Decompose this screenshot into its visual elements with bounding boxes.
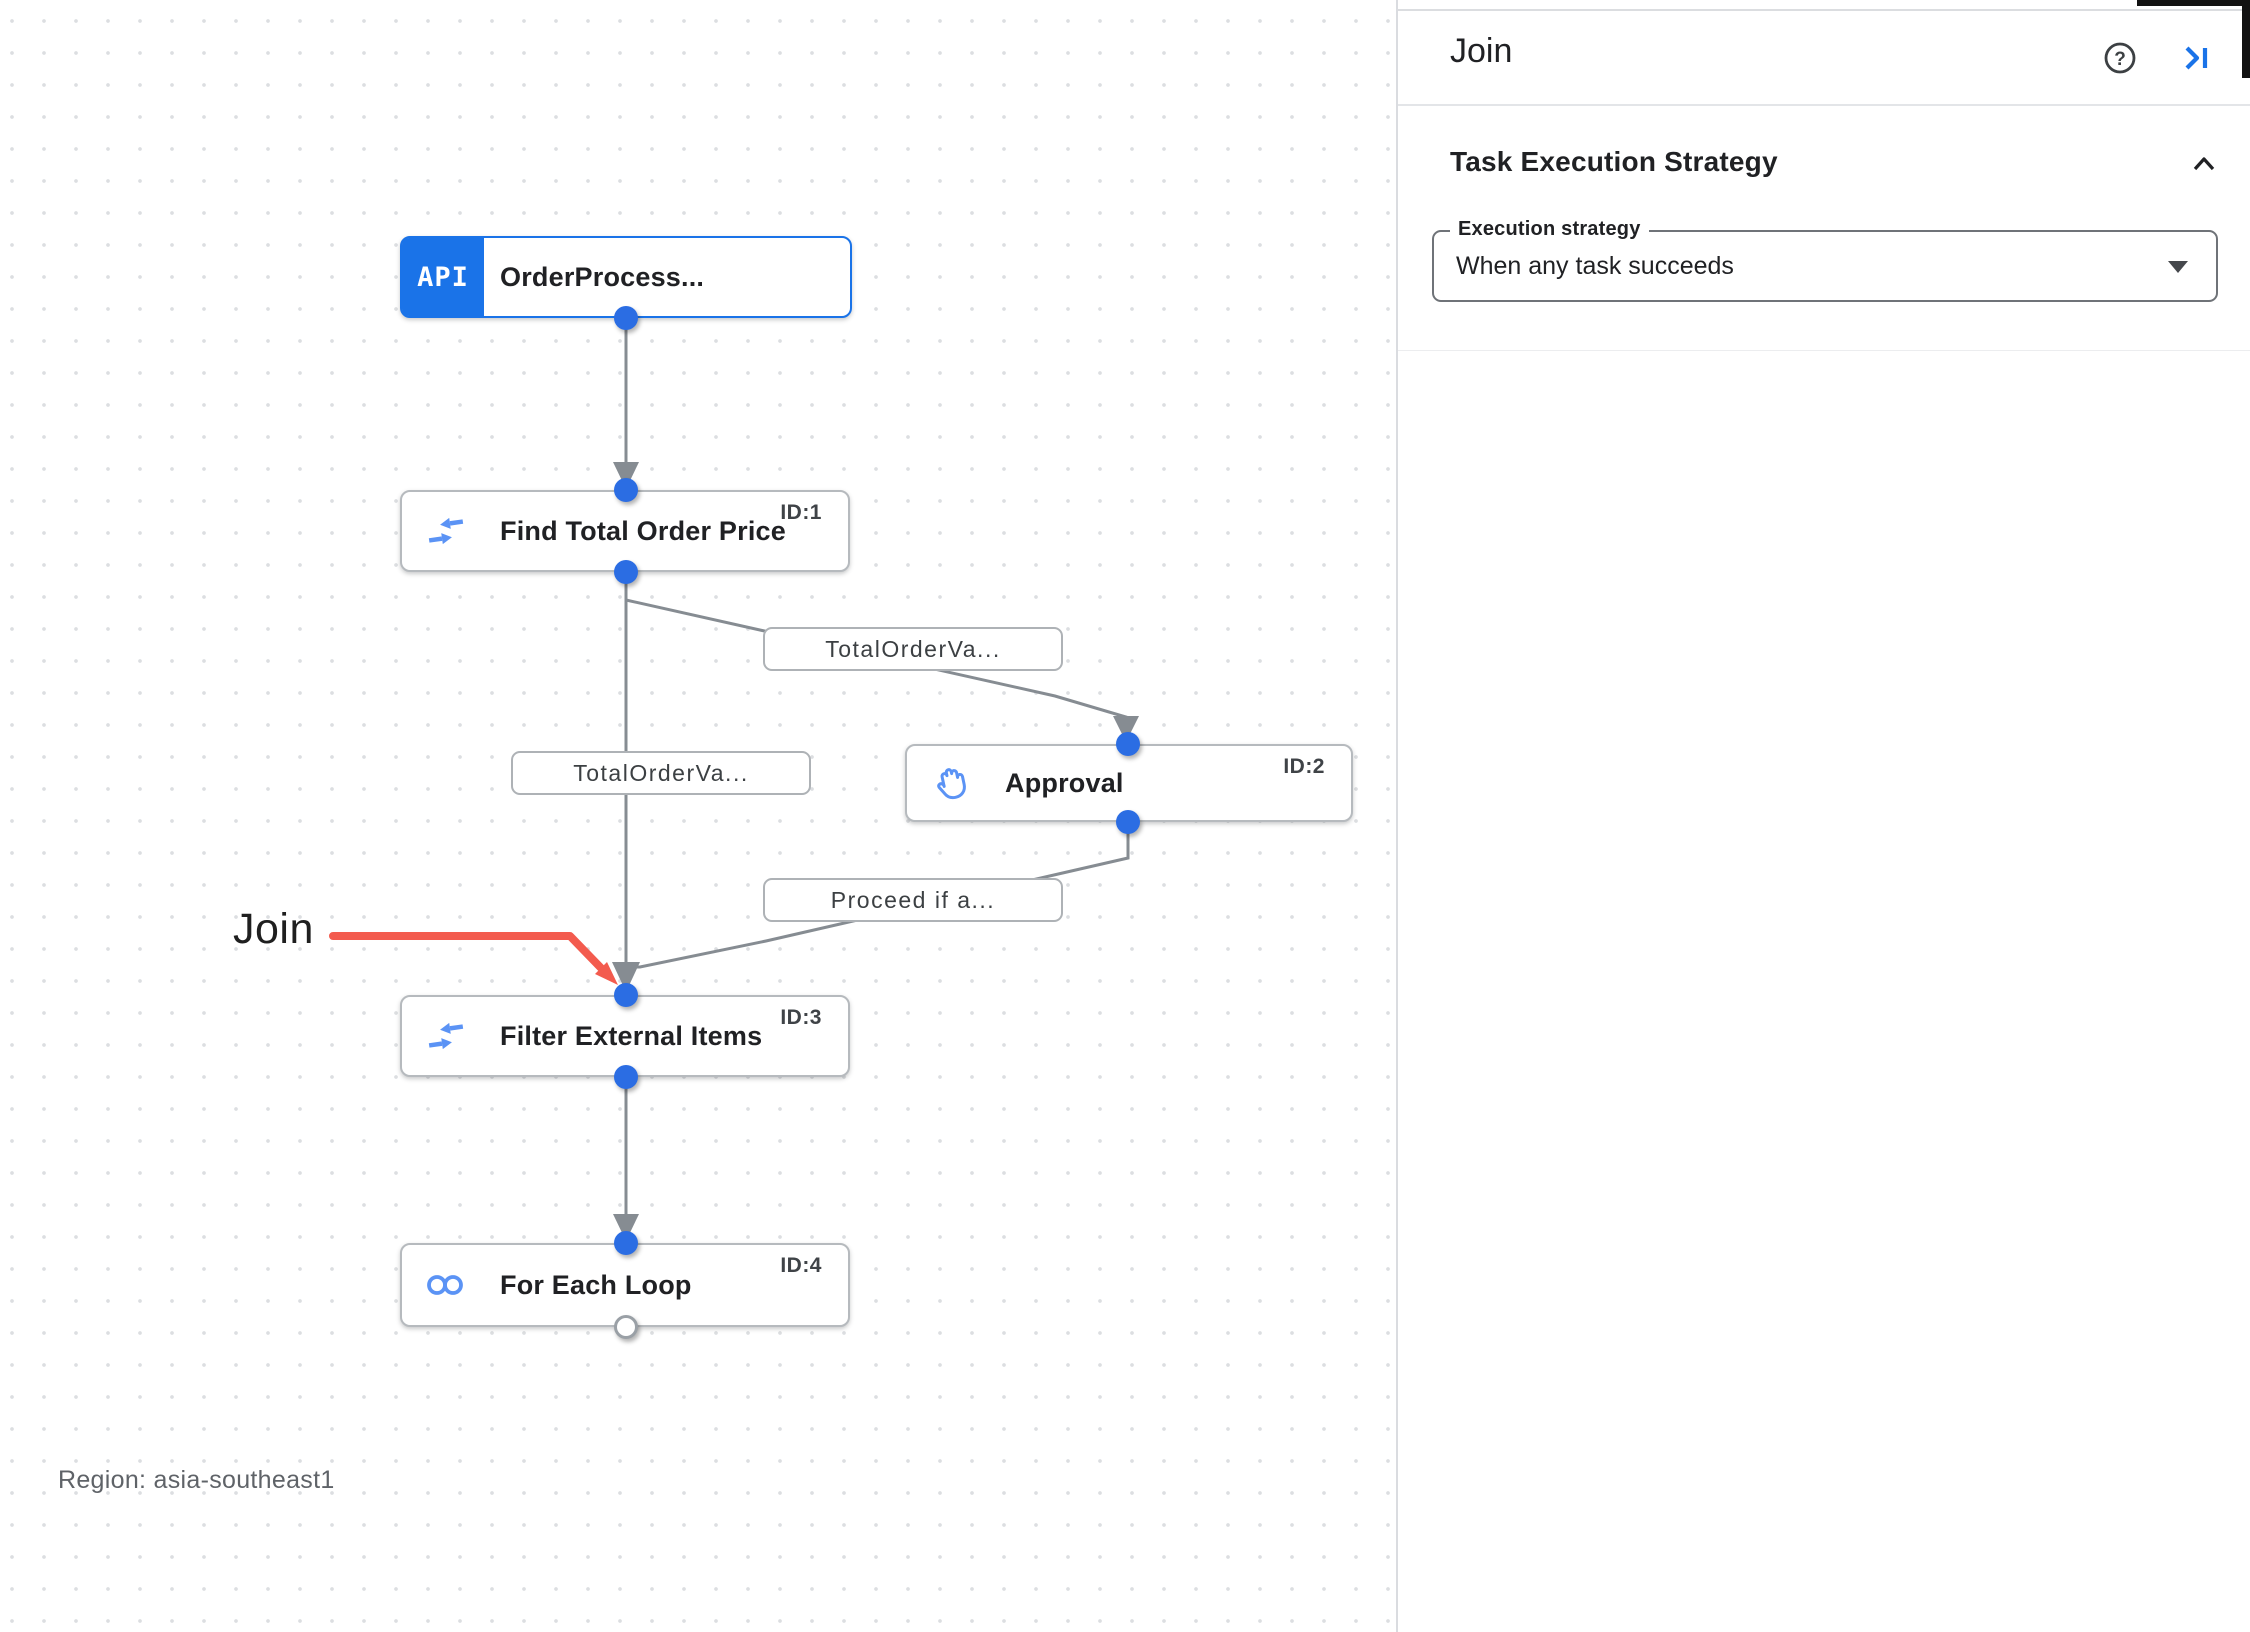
arrowhead-filter-join [612,962,640,992]
node-title: Filter External Items [500,1020,763,1051]
node-id-badge: ID:4 [780,1254,822,1277]
arrowhead-findtotal [613,462,639,489]
node-title: Approval [1005,767,1124,798]
workflow-canvas[interactable]: API OrderProcess... ID:1 Find Total Orde… [0,0,1396,1632]
chevron-up-icon [2193,156,2215,170]
edge-arrowheads [612,462,1139,1241]
task-config-panel: Join ? Task Execution Strategy Execution… [1396,0,2250,1632]
panel-title: Join [1450,32,1513,70]
edge-label-totalordervalue-right[interactable]: TotalOrderVa... [763,627,1063,671]
dropdown-caret-icon [2168,261,2188,273]
connector-approval-in[interactable] [1116,732,1140,756]
connector-foreach-in[interactable] [614,1231,638,1255]
node-id-badge: ID:1 [780,501,822,524]
arrowhead-foreach [613,1214,639,1241]
join-annotation-label: Join [233,905,314,953]
section-bottom-divider [1398,350,2250,351]
connector-findtotal-in[interactable] [614,478,638,502]
scrollbar-thumb[interactable] [2242,0,2250,78]
loop-icon [424,1263,468,1307]
node-find-total-order-price[interactable]: ID:1 Find Total Order Price [400,490,850,572]
join-annotation-arrow [329,932,618,985]
panel-header-divider [1398,104,2250,106]
node-filter-external-items[interactable]: ID:3 Filter External Items [400,995,850,1077]
data-mapping-icon [424,1014,468,1058]
edge-label-proceed-if[interactable]: Proceed if a... [763,878,1063,922]
connector-findtotal-out[interactable] [614,560,638,584]
execution-strategy-select[interactable]: Execution strategy When any task succeed… [1432,218,2218,302]
region-label: Region: asia-southeast1 [58,1466,335,1494]
collapse-panel-button[interactable] [2177,38,2217,78]
help-button[interactable]: ? [2100,38,2140,78]
connector-filter-out[interactable] [614,1065,638,1089]
node-title: For Each Loop [500,1269,692,1300]
arrowhead-approval [1113,716,1139,742]
api-trigger-icon: API [402,238,484,316]
help-icon: ? [2104,42,2136,74]
connector-foreach-out-empty[interactable] [614,1315,638,1339]
window-artifact-bar [2137,0,2250,6]
data-mapping-icon [424,509,468,553]
approval-hand-icon [929,761,973,805]
section-collapse-button[interactable] [2184,146,2224,186]
execution-strategy-label: Execution strategy [1450,218,1649,241]
node-id-badge: ID:2 [1283,755,1325,778]
section-title-task-execution-strategy: Task Execution Strategy [1450,146,1778,177]
connector-filter-in-join-point[interactable] [614,983,638,1007]
api-badge-text: API [417,261,469,293]
svg-text:?: ? [2114,49,2126,70]
node-id-badge: ID:3 [780,1006,822,1029]
connector-trigger-out[interactable] [614,306,638,330]
collapse-panel-icon [2185,46,2208,70]
connector-approval-out[interactable] [1116,810,1140,834]
node-title: OrderProcess... [500,261,705,292]
panel-top-divider [1398,9,2250,11]
node-title: Find Total Order Price [500,515,786,546]
edge-label-totalordervalue-left[interactable]: TotalOrderVa... [511,751,811,795]
execution-strategy-value: When any task succeeds [1456,251,1734,280]
node-orderprocess-trigger[interactable]: API OrderProcess... [400,236,852,318]
